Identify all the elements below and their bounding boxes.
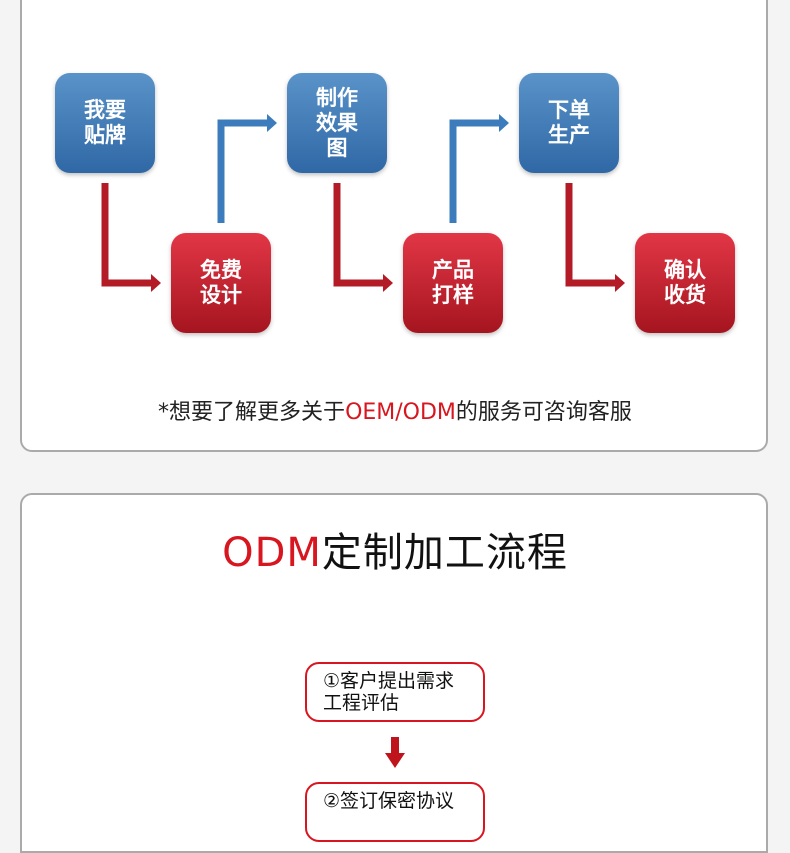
arrow-up-right-1	[217, 119, 268, 223]
odm-arrow	[385, 737, 405, 768]
odm-arrow-shaft	[391, 737, 399, 755]
flow-step-5-label: 下单生产	[548, 98, 590, 147]
arrow-down-right-2	[333, 183, 384, 287]
flow-arrows	[101, 114, 625, 292]
flow-step-6-label: 确认收货	[664, 258, 706, 307]
arrowhead-red-2	[383, 274, 393, 292]
odm-stage-1: ①客户提出需求工程评估	[305, 662, 485, 722]
odm-arrowhead	[385, 753, 405, 768]
arrowhead-blue-1	[267, 114, 277, 132]
flow-step-3-label: 制作效果图	[316, 85, 358, 160]
arrow-down-right-3	[565, 183, 616, 287]
flow-step-3: 制作效果图	[287, 73, 387, 173]
arrow-down-right-1	[101, 183, 152, 287]
flow-step-4-label: 产品打样	[432, 258, 474, 307]
oem-note-suffix: 的服务可咨询客服	[455, 400, 632, 425]
flow-step-1-label: 我要贴牌	[84, 98, 126, 147]
odm-stage-1-label: ①客户提出需求工程评估	[323, 670, 455, 714]
odm-stage-2: ②签订保密协议	[305, 782, 485, 842]
odm-title-rest: 定制加工流程	[321, 530, 568, 576]
arrow-up-right-2	[449, 119, 500, 223]
flow-step-5: 下单生产	[519, 73, 619, 173]
flow-step-2-label: 免费设计	[200, 258, 242, 307]
oem-note-prefix: *想要了解更多关于	[158, 400, 346, 425]
oem-note-highlight: OEM/ODM	[345, 400, 456, 425]
oem-note: *想要了解更多关于OEM/ODM的服务可咨询客服	[0, 394, 790, 426]
odm-section-title: ODM定制加工流程	[0, 520, 790, 578]
arrowhead-red-3	[615, 274, 625, 292]
arrowhead-blue-2	[499, 114, 509, 132]
arrowhead-red-1	[151, 274, 161, 292]
odm-title-highlight: ODM	[222, 530, 322, 576]
flow-step-1: 我要贴牌	[55, 73, 155, 173]
flow-step-6: 确认收货	[635, 233, 735, 333]
flow-step-2: 免费设计	[171, 233, 271, 333]
odm-stage-2-label: ②签订保密协议	[323, 790, 455, 812]
flow-step-4: 产品打样	[403, 233, 503, 333]
